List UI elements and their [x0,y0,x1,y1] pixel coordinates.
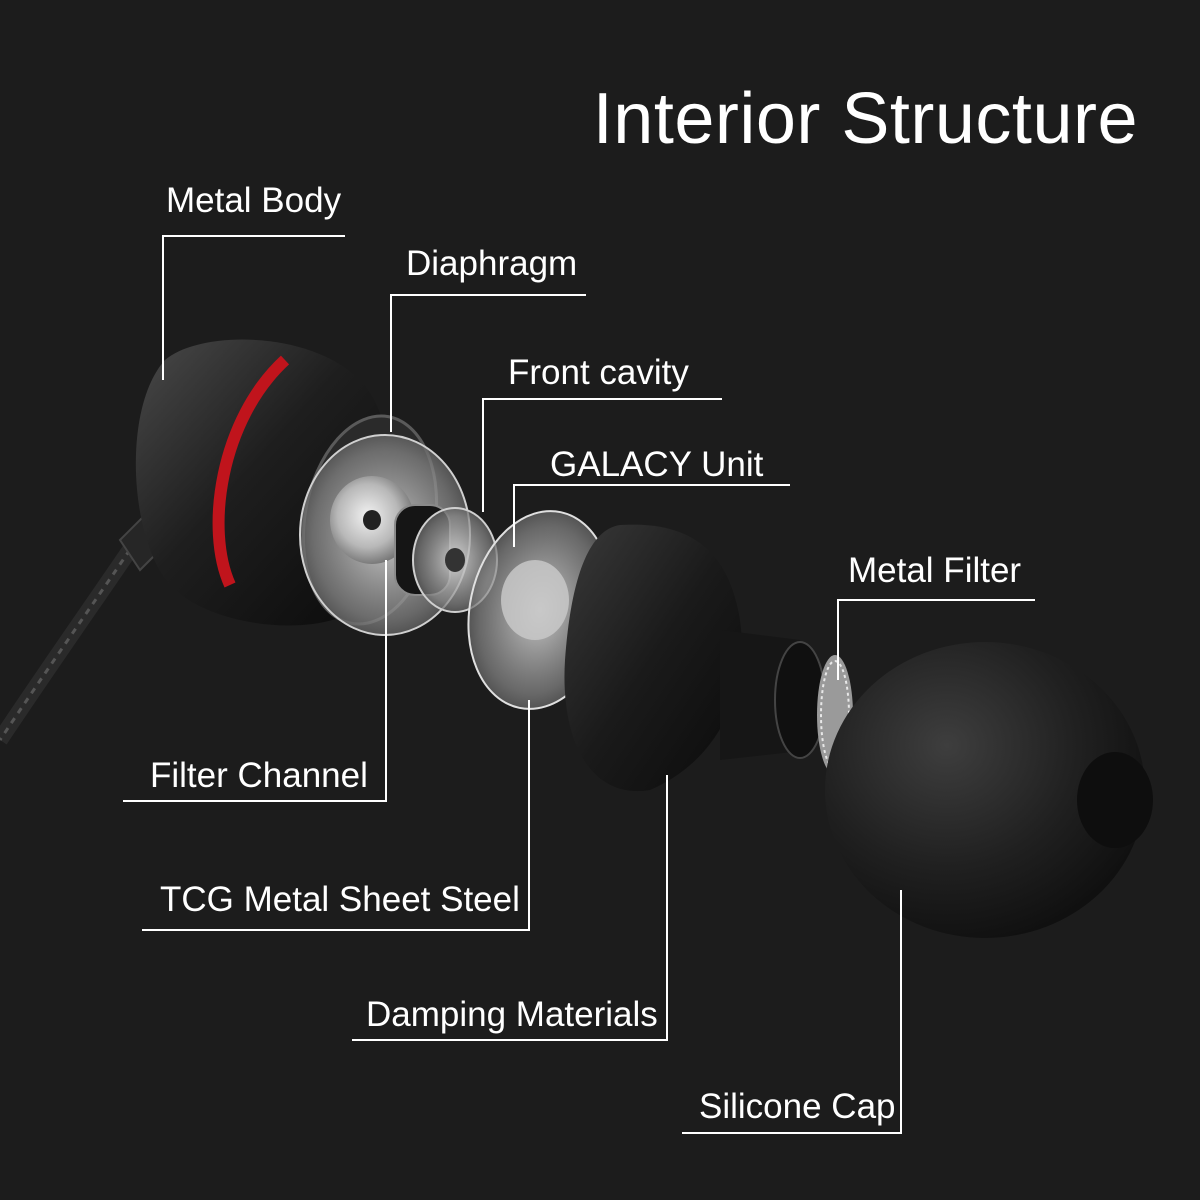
leader-tcg-metal-sheet-steel [142,700,530,931]
leader-filter-channel [123,560,387,802]
leader-silicone-cap [682,890,902,1134]
label-damping-materials: Damping Materials [366,995,658,1034]
label-silicone-cap: Silicone Cap [699,1087,896,1126]
label-front-cavity: Front cavity [508,353,689,392]
label-tcg-metal-sheet-steel: TCG Metal Sheet Steel [160,880,520,919]
leader-front-cavity [482,398,722,512]
silicone-cap-shape [825,642,1153,938]
leader-lines [123,235,1035,1134]
leader-damping-materials [352,775,668,1041]
page-title: Interior Structure [592,79,1138,159]
leader-galacy-unit [513,484,790,547]
label-diaphragm: Diaphragm [406,244,578,283]
leader-metal-body [162,235,345,380]
leader-diaphragm [390,294,586,432]
label-filter-channel: Filter Channel [150,756,368,795]
label-galacy-unit: GALACY Unit [550,445,764,484]
label-metal-body: Metal Body [166,181,342,220]
front-cavity-shape [394,504,498,613]
leader-metal-filter [837,599,1035,680]
damping-housing-shape [564,524,826,792]
label-metal-filter: Metal Filter [848,551,1022,590]
